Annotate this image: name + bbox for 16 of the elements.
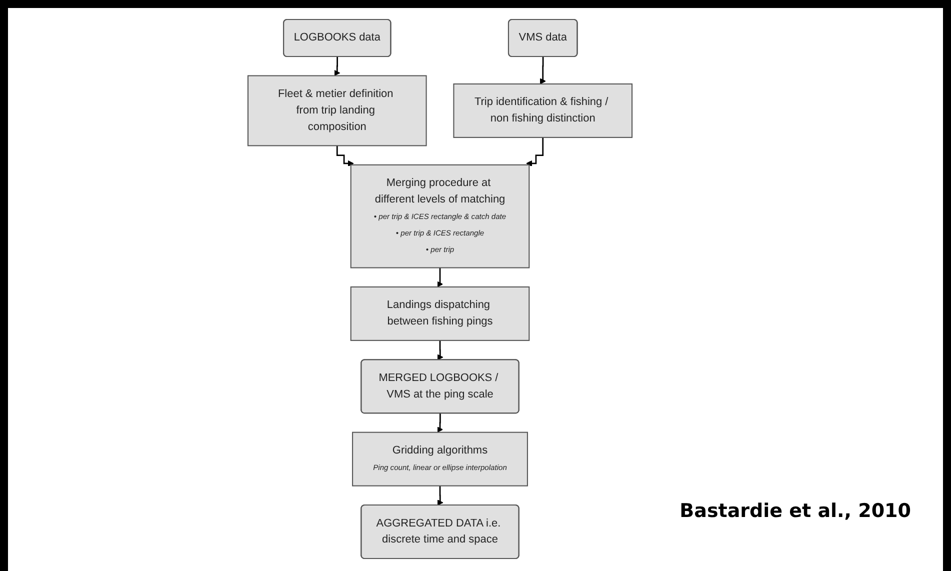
data-box: VMS data [508,18,578,58]
arrow [436,267,444,288]
process-box: Landings dispatching between fishing pings [350,286,530,341]
arrow [437,485,444,506]
arrow [336,144,354,166]
data-box: MERGED LOGBOOKS / VMS at the ping scale [360,359,520,414]
process-box: Fleet & metier definition from trip landing composition [247,75,427,146]
arrow [436,412,444,433]
citation-text: Bastardie et al., 2010 [680,500,911,522]
arrow [334,56,340,76]
arrow [540,56,546,84]
process-box: Trip identification & fishing / non fishing distinction [453,83,633,138]
arrow [526,136,544,166]
data-box: LOGBOOKS data [283,18,392,58]
data-box: AGGREGATED DATA i.e. discrete time and space [360,504,520,560]
arrow [437,340,444,360]
